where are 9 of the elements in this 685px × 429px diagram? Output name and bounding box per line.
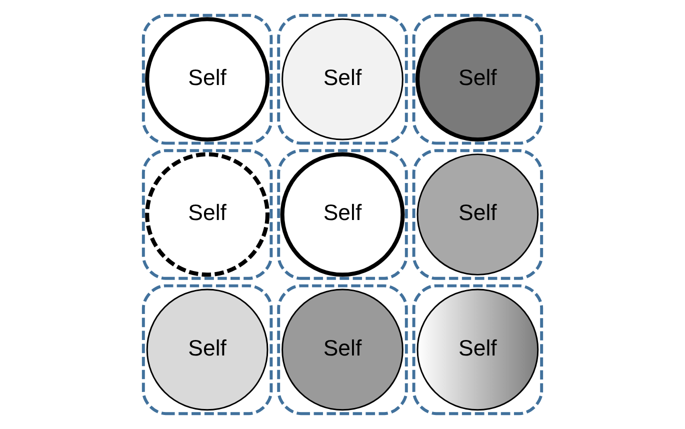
node-circle: Self xyxy=(416,154,539,276)
node-circle: Self xyxy=(282,18,404,140)
node-circle: Self xyxy=(146,288,268,411)
node-circle: Self xyxy=(282,288,404,411)
node-circle: Self xyxy=(415,17,540,142)
node-circle: Self xyxy=(280,152,405,277)
node-circle: Self xyxy=(145,17,270,142)
node-circle: Self xyxy=(416,288,539,411)
node-circle: Self xyxy=(145,152,270,277)
